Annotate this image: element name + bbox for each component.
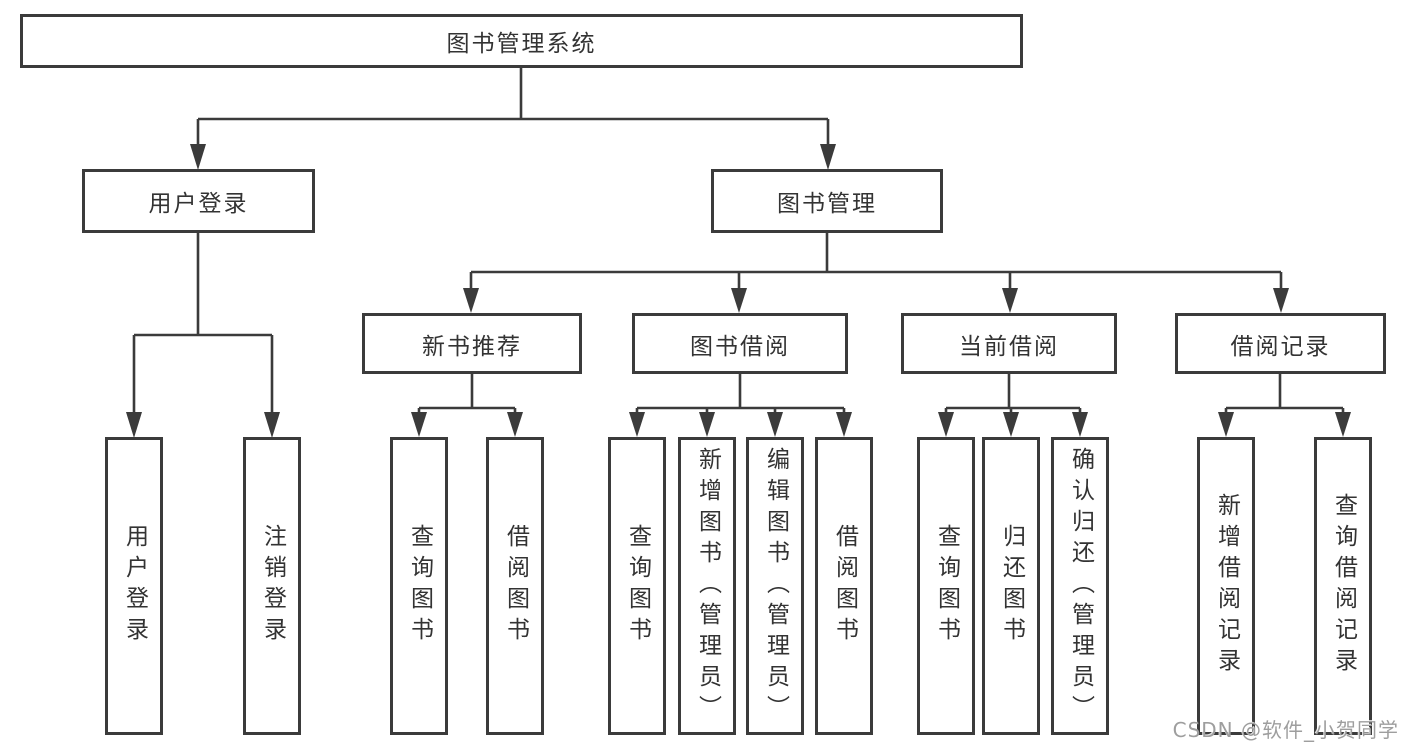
node-user-login-label: 用户登录 <box>148 191 249 217</box>
node-book-management-label: 图书管理 <box>777 191 877 217</box>
leaf-borrow-books-label: 借阅图书 <box>831 524 858 648</box>
leaf-query-borrow-record: 查询借阅记录 <box>1314 437 1372 735</box>
leaf-add-books-admin-label: 新增图书（管理员） <box>694 446 721 726</box>
leaf-query-books-current: 查询图书 <box>917 437 975 735</box>
node-borrowing-records: 借阅记录 <box>1175 313 1386 374</box>
leaf-logout: 注销登录 <box>243 437 301 735</box>
leaf-confirm-return-admin: 确认归还（管理员） <box>1051 437 1109 735</box>
leaf-return-books: 归还图书 <box>982 437 1040 735</box>
leaf-query-books-borrow: 查询图书 <box>608 437 666 735</box>
node-library-system: 图书管理系统 <box>20 14 1023 68</box>
node-current-borrowing-label: 当前借阅 <box>959 333 1059 360</box>
watermark-text: CSDN @软件_小贺同学 <box>1172 718 1399 742</box>
node-book-borrowing: 图书借阅 <box>632 313 848 374</box>
leaf-query-borrow-record-label: 查询借阅记录 <box>1330 493 1357 679</box>
leaf-add-borrow-record-label: 新增借阅记录 <box>1213 493 1240 679</box>
leaf-user-login-label: 用户登录 <box>121 524 148 648</box>
node-library-system-label: 图书管理系统 <box>446 31 597 57</box>
leaf-confirm-return-admin-label: 确认归还（管理员） <box>1067 446 1094 726</box>
node-book-management: 图书管理 <box>711 169 943 233</box>
leaf-query-books-borrow-label: 查询图书 <box>624 524 651 648</box>
leaf-borrow-books-new: 借阅图书 <box>486 437 544 735</box>
node-user-login: 用户登录 <box>82 169 315 233</box>
leaf-add-borrow-record: 新增借阅记录 <box>1197 437 1255 735</box>
leaf-borrow-books: 借阅图书 <box>815 437 873 735</box>
node-new-book-recommendation: 新书推荐 <box>362 313 582 374</box>
node-current-borrowing: 当前借阅 <box>901 313 1117 374</box>
node-book-borrowing-label: 图书借阅 <box>690 333 790 360</box>
leaf-borrow-books-new-label: 借阅图书 <box>502 524 529 648</box>
leaf-edit-books-admin-label: 编辑图书（管理员） <box>762 446 789 726</box>
node-new-book-recommendation-label: 新书推荐 <box>422 333 522 360</box>
leaf-query-books-current-label: 查询图书 <box>933 524 960 648</box>
leaf-edit-books-admin: 编辑图书（管理员） <box>746 437 804 735</box>
leaf-user-login: 用户登录 <box>105 437 163 735</box>
leaf-query-books-new: 查询图书 <box>390 437 448 735</box>
node-borrowing-records-label: 借阅记录 <box>1230 333 1331 360</box>
leaf-return-books-label: 归还图书 <box>998 524 1025 648</box>
leaf-add-books-admin: 新增图书（管理员） <box>678 437 736 735</box>
leaf-query-books-new-label: 查询图书 <box>406 524 433 648</box>
leaf-logout-label: 注销登录 <box>259 524 286 648</box>
